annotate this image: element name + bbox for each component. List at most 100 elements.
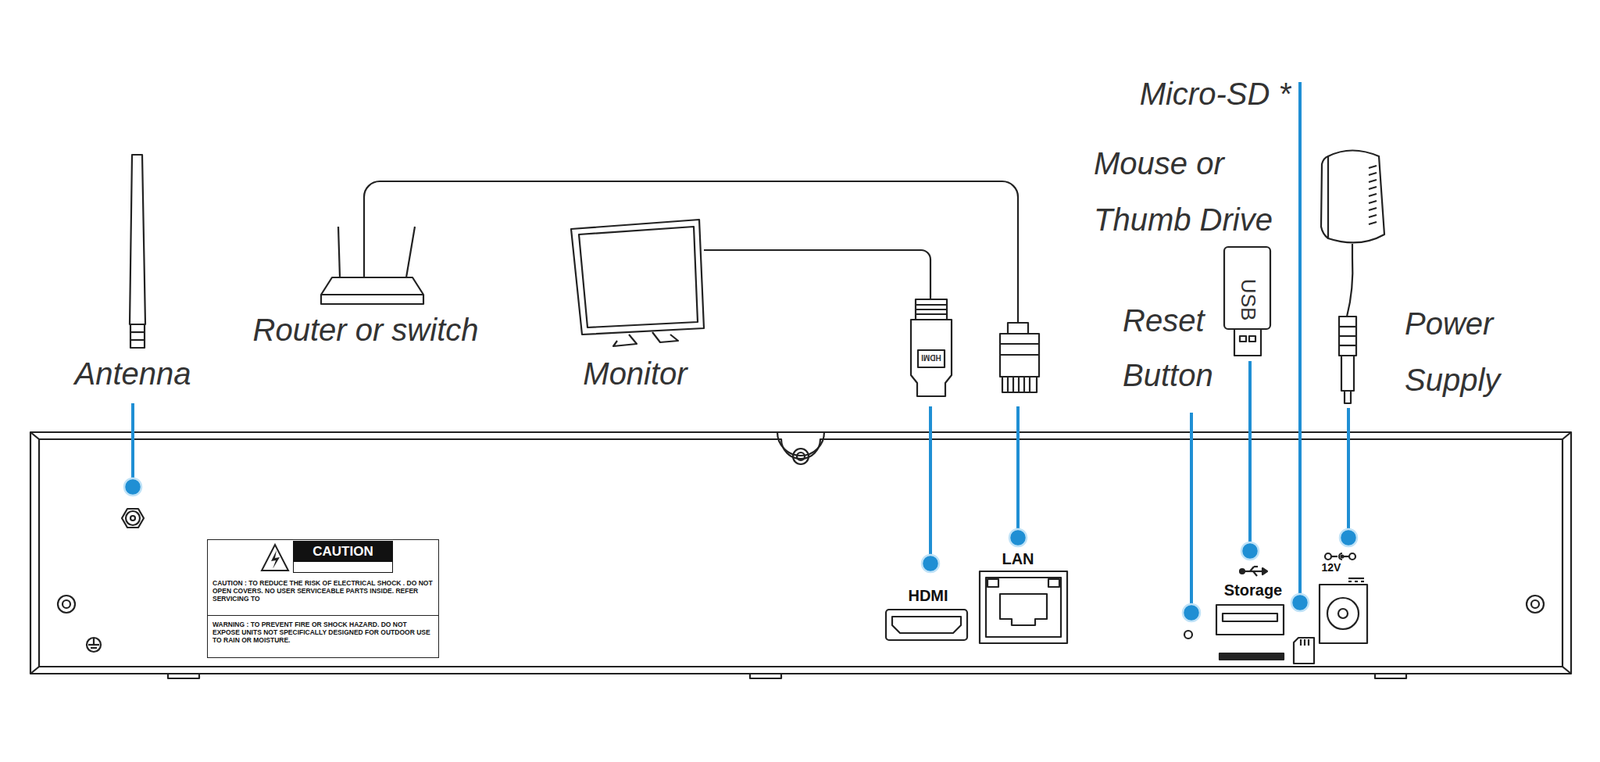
triangle	[261, 544, 289, 571]
drawn-circle	[921, 554, 940, 572]
caution-panel: CAUTION CAUTION : TO REDUCE THE RISK OF E…	[207, 539, 440, 616]
drawn-rect	[1048, 578, 1060, 587]
drawn-line	[915, 308, 947, 311]
caution-text: WARNING : TO PREVENT FIRE OR SHOCK HAZAR…	[207, 615, 439, 648]
drawn-line	[1248, 360, 1252, 543]
drawn-rect	[130, 324, 145, 348]
drawn-line	[338, 226, 340, 278]
drawn-line	[928, 406, 933, 555]
drawn-line	[1253, 565, 1258, 568]
drawn-path	[613, 332, 679, 347]
drawn-line	[130, 339, 145, 341]
drawn-rect	[985, 577, 1061, 637]
drawn-rect	[1007, 322, 1029, 334]
drawn-circle	[1184, 630, 1193, 639]
drawn-line	[1368, 221, 1377, 225]
callout-label: Monitor	[582, 354, 687, 393]
drawn-line	[1368, 172, 1377, 175]
drawn-line	[1189, 412, 1193, 604]
drawn-path	[1346, 257, 1353, 317]
drawn-line	[1339, 344, 1357, 347]
port-label: 12V	[1321, 560, 1342, 575]
port-label: Storage	[1224, 580, 1283, 600]
drawn-circle	[1291, 593, 1309, 611]
drawn-rect	[1000, 333, 1040, 377]
drawn-line	[1298, 82, 1302, 594]
drawn-line	[1253, 571, 1258, 576]
drawn-circle	[130, 515, 136, 521]
drawn-path	[39, 439, 1563, 667]
drawn-circle	[1239, 568, 1245, 574]
drawn-line	[30, 432, 40, 440]
drawn-line	[1351, 243, 1354, 258]
drawn-line	[1348, 577, 1365, 579]
drawn-line	[1346, 407, 1350, 529]
drawn-line	[1348, 580, 1352, 583]
drawn-line	[406, 226, 415, 278]
drawn-line	[1360, 580, 1365, 583]
drawn-line	[1303, 639, 1306, 646]
drawn-path	[1002, 376, 1037, 393]
drawn-circle	[1339, 528, 1358, 547]
drawn-circle	[1341, 555, 1344, 558]
drawn-path	[321, 277, 424, 304]
drawn-path	[892, 616, 961, 633]
drawn-path	[703, 250, 931, 300]
drawn-rect	[750, 673, 782, 679]
drawn-rect	[1249, 335, 1256, 342]
drawn-rect	[917, 350, 945, 368]
drawn-path	[1328, 150, 1385, 243]
drawn-line	[321, 293, 424, 296]
drawn-line	[1368, 193, 1377, 197]
drawn-line	[1016, 406, 1020, 529]
drawn-line	[1354, 580, 1358, 583]
drawn-circle	[1531, 600, 1540, 608]
bolt	[271, 550, 280, 569]
drawn-line	[1562, 432, 1572, 440]
drawn-line	[1368, 200, 1377, 204]
drawn-g	[132, 82, 1349, 604]
drawn-line	[90, 646, 97, 649]
drawn-line	[1300, 639, 1302, 646]
drawn-line	[1307, 639, 1310, 646]
drawn-path	[30, 432, 1572, 674]
caution-panel: WARNING : TO PREVENT FIRE OR SHOCK HAZAR…	[207, 614, 440, 658]
drawn-circle	[124, 478, 142, 496]
drawn-line	[1250, 566, 1254, 572]
drawn-rect	[915, 299, 947, 320]
drawn-line	[1368, 186, 1377, 190]
caution-heading: CAUTION	[292, 540, 393, 573]
drawn-path	[364, 181, 1018, 323]
drawn-line	[1339, 325, 1357, 328]
drawn-rect	[1319, 584, 1368, 643]
plug-text: HDMI	[921, 352, 942, 362]
drawn-circle	[792, 448, 809, 465]
callout-label: Mouse or Thumb Drive	[1093, 135, 1286, 248]
drawn-polygon	[121, 508, 144, 528]
drawn-rect	[1239, 335, 1247, 342]
warning-triangle	[259, 542, 291, 574]
drawn-line	[131, 403, 135, 479]
callout-label: Router or switch	[253, 310, 479, 349]
drawn-rect	[1341, 355, 1354, 391]
drawn-circle	[1009, 528, 1027, 547]
drawn-rect	[1219, 653, 1284, 660]
drawn-line	[1007, 376, 1009, 393]
drawn-line	[1000, 342, 1040, 345]
drawn-circle	[1526, 595, 1544, 613]
drawn-line	[1017, 376, 1020, 393]
drawn-rect	[1234, 328, 1261, 356]
drawn-path	[129, 154, 146, 325]
drawn-line	[1562, 666, 1572, 674]
drawn-line	[1368, 207, 1377, 211]
caution-text: CAUTION : TO REDUCE THE RISK OF ELECTRIC…	[207, 578, 439, 607]
drawn-line	[1368, 214, 1377, 218]
drawn-rect	[885, 609, 968, 640]
drawn-circle	[1338, 608, 1348, 618]
drawn-line	[1368, 165, 1377, 168]
drawn-circle	[1327, 597, 1359, 629]
drawn-path	[910, 319, 952, 397]
drawn-line	[1000, 353, 1040, 356]
callout-label: Reset Button	[1122, 292, 1248, 403]
